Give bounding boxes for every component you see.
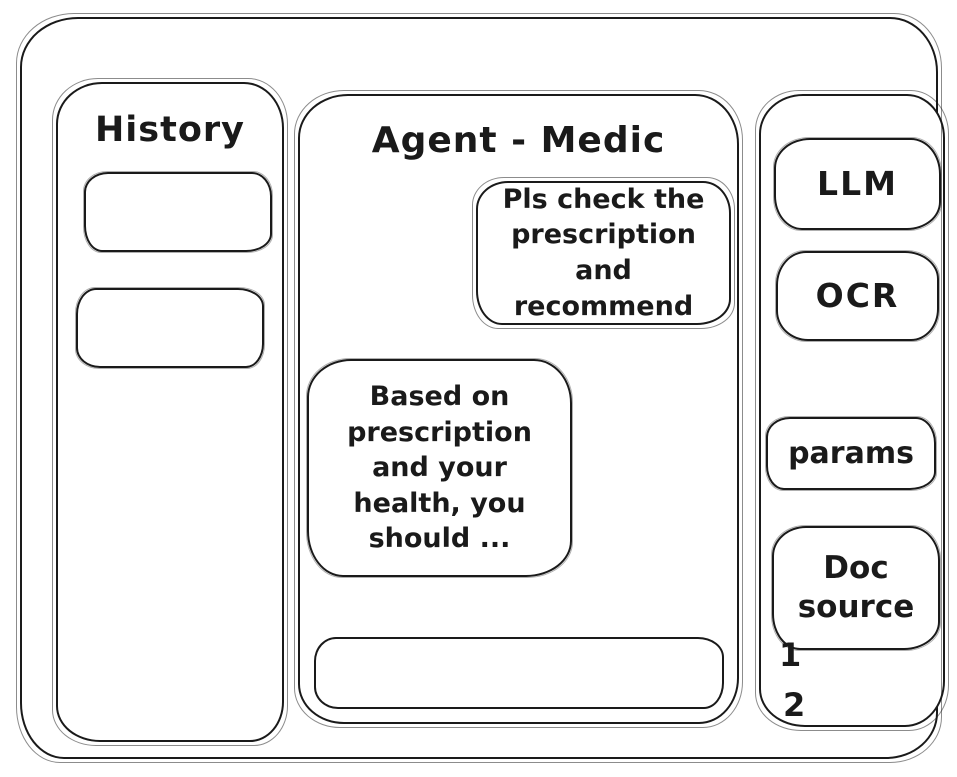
params-button[interactable]: params xyxy=(765,416,937,491)
history-item[interactable] xyxy=(83,171,273,253)
doc-source-button[interactable]: Doc source xyxy=(771,525,941,651)
doc-source-item-2[interactable]: 2 xyxy=(783,686,806,724)
app-window: History Agent - Medic Pls check the pres… xyxy=(16,13,949,763)
doc-source-item-1[interactable]: 1 xyxy=(779,636,802,674)
tools-sidebar: LLM OCR params Doc source 1 2 xyxy=(755,90,949,731)
history-sidebar: History xyxy=(52,78,288,746)
chat-panel: Agent - Medic Pls check the prescription… xyxy=(294,90,743,728)
user-message-text: Pls check the prescription and recommend xyxy=(502,183,705,322)
user-message-bubble: Pls check the prescription and recommend xyxy=(472,177,735,329)
assistant-message-text: Based on prescription and your health, y… xyxy=(347,380,532,555)
llm-button[interactable]: LLM xyxy=(773,137,942,231)
assistant-message-bubble: Based on prescription and your health, y… xyxy=(306,358,573,578)
ocr-button[interactable]: OCR xyxy=(775,250,940,342)
message-input[interactable] xyxy=(314,637,724,709)
history-item[interactable] xyxy=(75,287,265,369)
history-title: History xyxy=(95,110,245,150)
chat-title: Agent - Medic xyxy=(371,120,666,161)
